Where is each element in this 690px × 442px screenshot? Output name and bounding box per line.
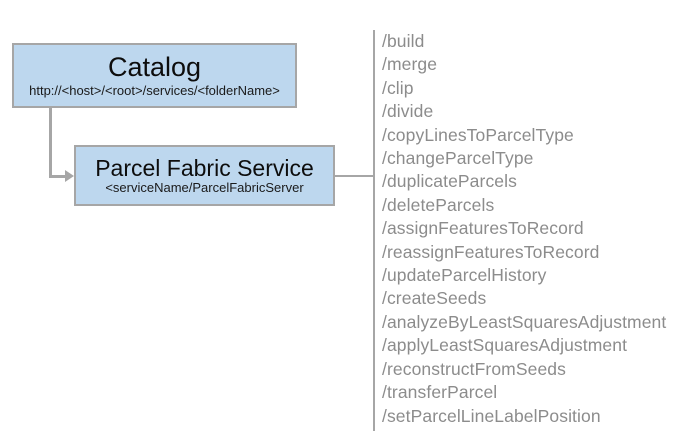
operations-list: /build/merge/clip/divide/copyLinesToParc… xyxy=(382,30,666,428)
operation-item[interactable]: /copyLinesToParcelType xyxy=(382,124,574,145)
connector-vertical-catalog-to-service xyxy=(49,108,52,178)
operation-item[interactable]: /duplicateParcels xyxy=(382,171,517,192)
operation-item[interactable]: /deleteParcels xyxy=(382,194,495,215)
operation-item[interactable]: /build xyxy=(382,31,425,51)
operation-item[interactable]: /transferParcel xyxy=(382,382,498,403)
operation-item[interactable]: /changeParcelType xyxy=(382,148,534,169)
operation-item[interactable]: /createSeeds xyxy=(382,288,487,309)
operation-item[interactable]: /analyzeByLeastSquaresAdjustment xyxy=(382,311,667,332)
parcel-fabric-service-node-title: Parcel Fabric Service xyxy=(95,154,314,181)
parcel-fabric-service-node-path: <serviceName/ParcelFabricServer xyxy=(105,179,304,195)
operation-item[interactable]: /divide xyxy=(382,101,434,122)
connector-service-to-operations xyxy=(335,175,374,177)
arrowhead-icon xyxy=(65,170,74,182)
operation-item[interactable]: /setParcelLineLabelPosition xyxy=(382,405,601,426)
catalog-node-title: Catalog xyxy=(107,52,202,83)
operation-item[interactable]: /applyLeastSquaresAdjustment xyxy=(382,335,628,356)
catalog-node[interactable]: Catalog http://<host>/<root>/services/<f… xyxy=(12,43,297,108)
connector-horizontal-catalog-to-service xyxy=(49,175,67,178)
catalog-node-url: http://<host>/<root>/services/<folderNam… xyxy=(29,82,280,98)
operation-item[interactable]: /reassignFeaturesToRecord xyxy=(382,241,600,262)
operation-item[interactable]: /reconstructFromSeeds xyxy=(382,358,566,379)
operations-panel: /build/merge/clip/divide/copyLinesToParc… xyxy=(373,30,666,431)
parcel-fabric-service-node[interactable]: Parcel Fabric Service <serviceName/Parce… xyxy=(74,145,335,206)
operation-item[interactable]: /clip xyxy=(382,77,414,98)
operation-item[interactable]: /assignFeaturesToRecord xyxy=(382,218,584,239)
operation-item[interactable]: /merge xyxy=(382,54,438,75)
operation-item[interactable]: /updateParcelHistory xyxy=(382,265,547,286)
